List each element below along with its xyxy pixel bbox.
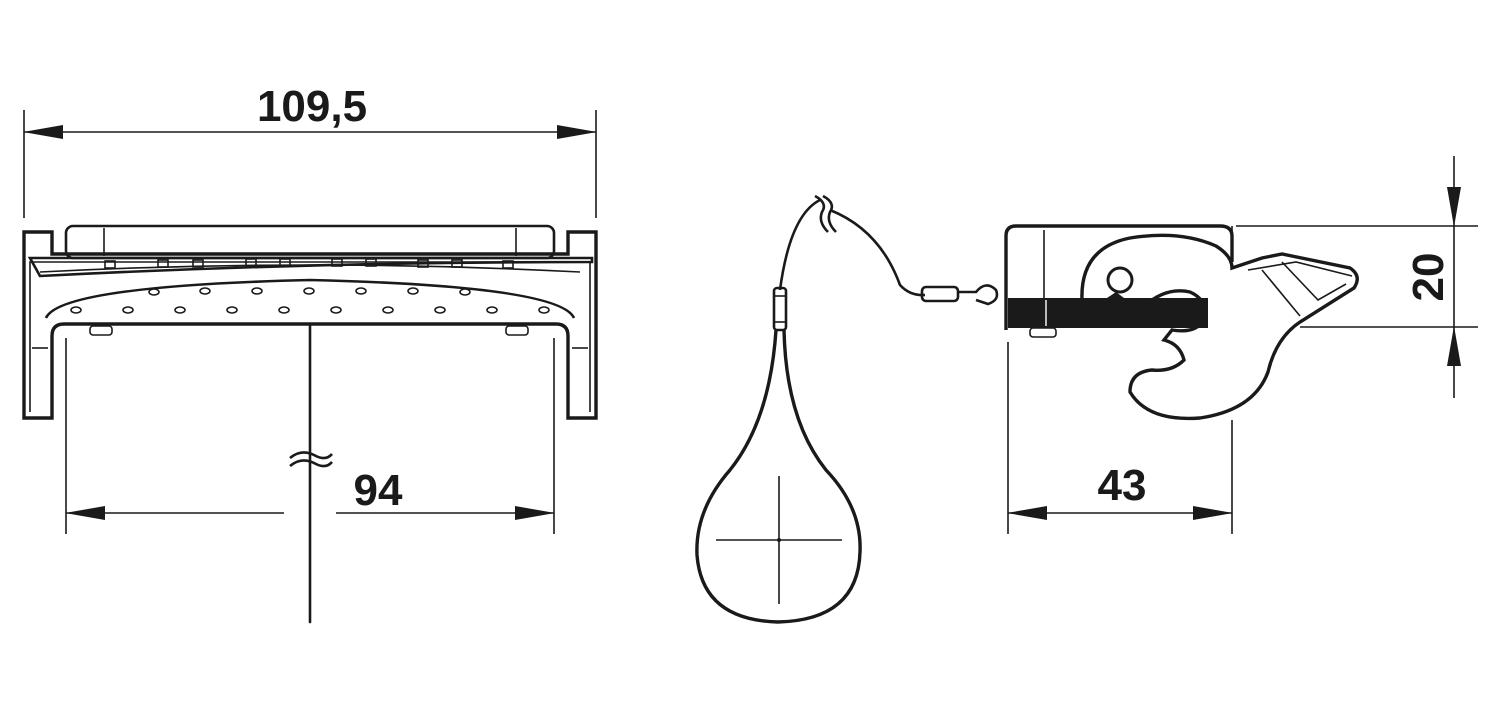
clip-height-label: 20: [1404, 253, 1453, 302]
dimension-clip-width: 43: [1007, 342, 1233, 534]
perforation-dots: [70, 287, 550, 314]
dimension-inner-width: 94: [65, 338, 555, 534]
inner-width-label: 94: [354, 466, 403, 515]
dimension-clip-height: 20: [1236, 156, 1478, 398]
overall-width-label: 109,5: [257, 82, 367, 131]
tray-front-view: [22, 224, 598, 624]
dimension-overall-width: 109,5: [23, 82, 597, 218]
clip-width-label: 43: [1098, 461, 1147, 510]
clip-side-view: [695, 194, 1359, 624]
